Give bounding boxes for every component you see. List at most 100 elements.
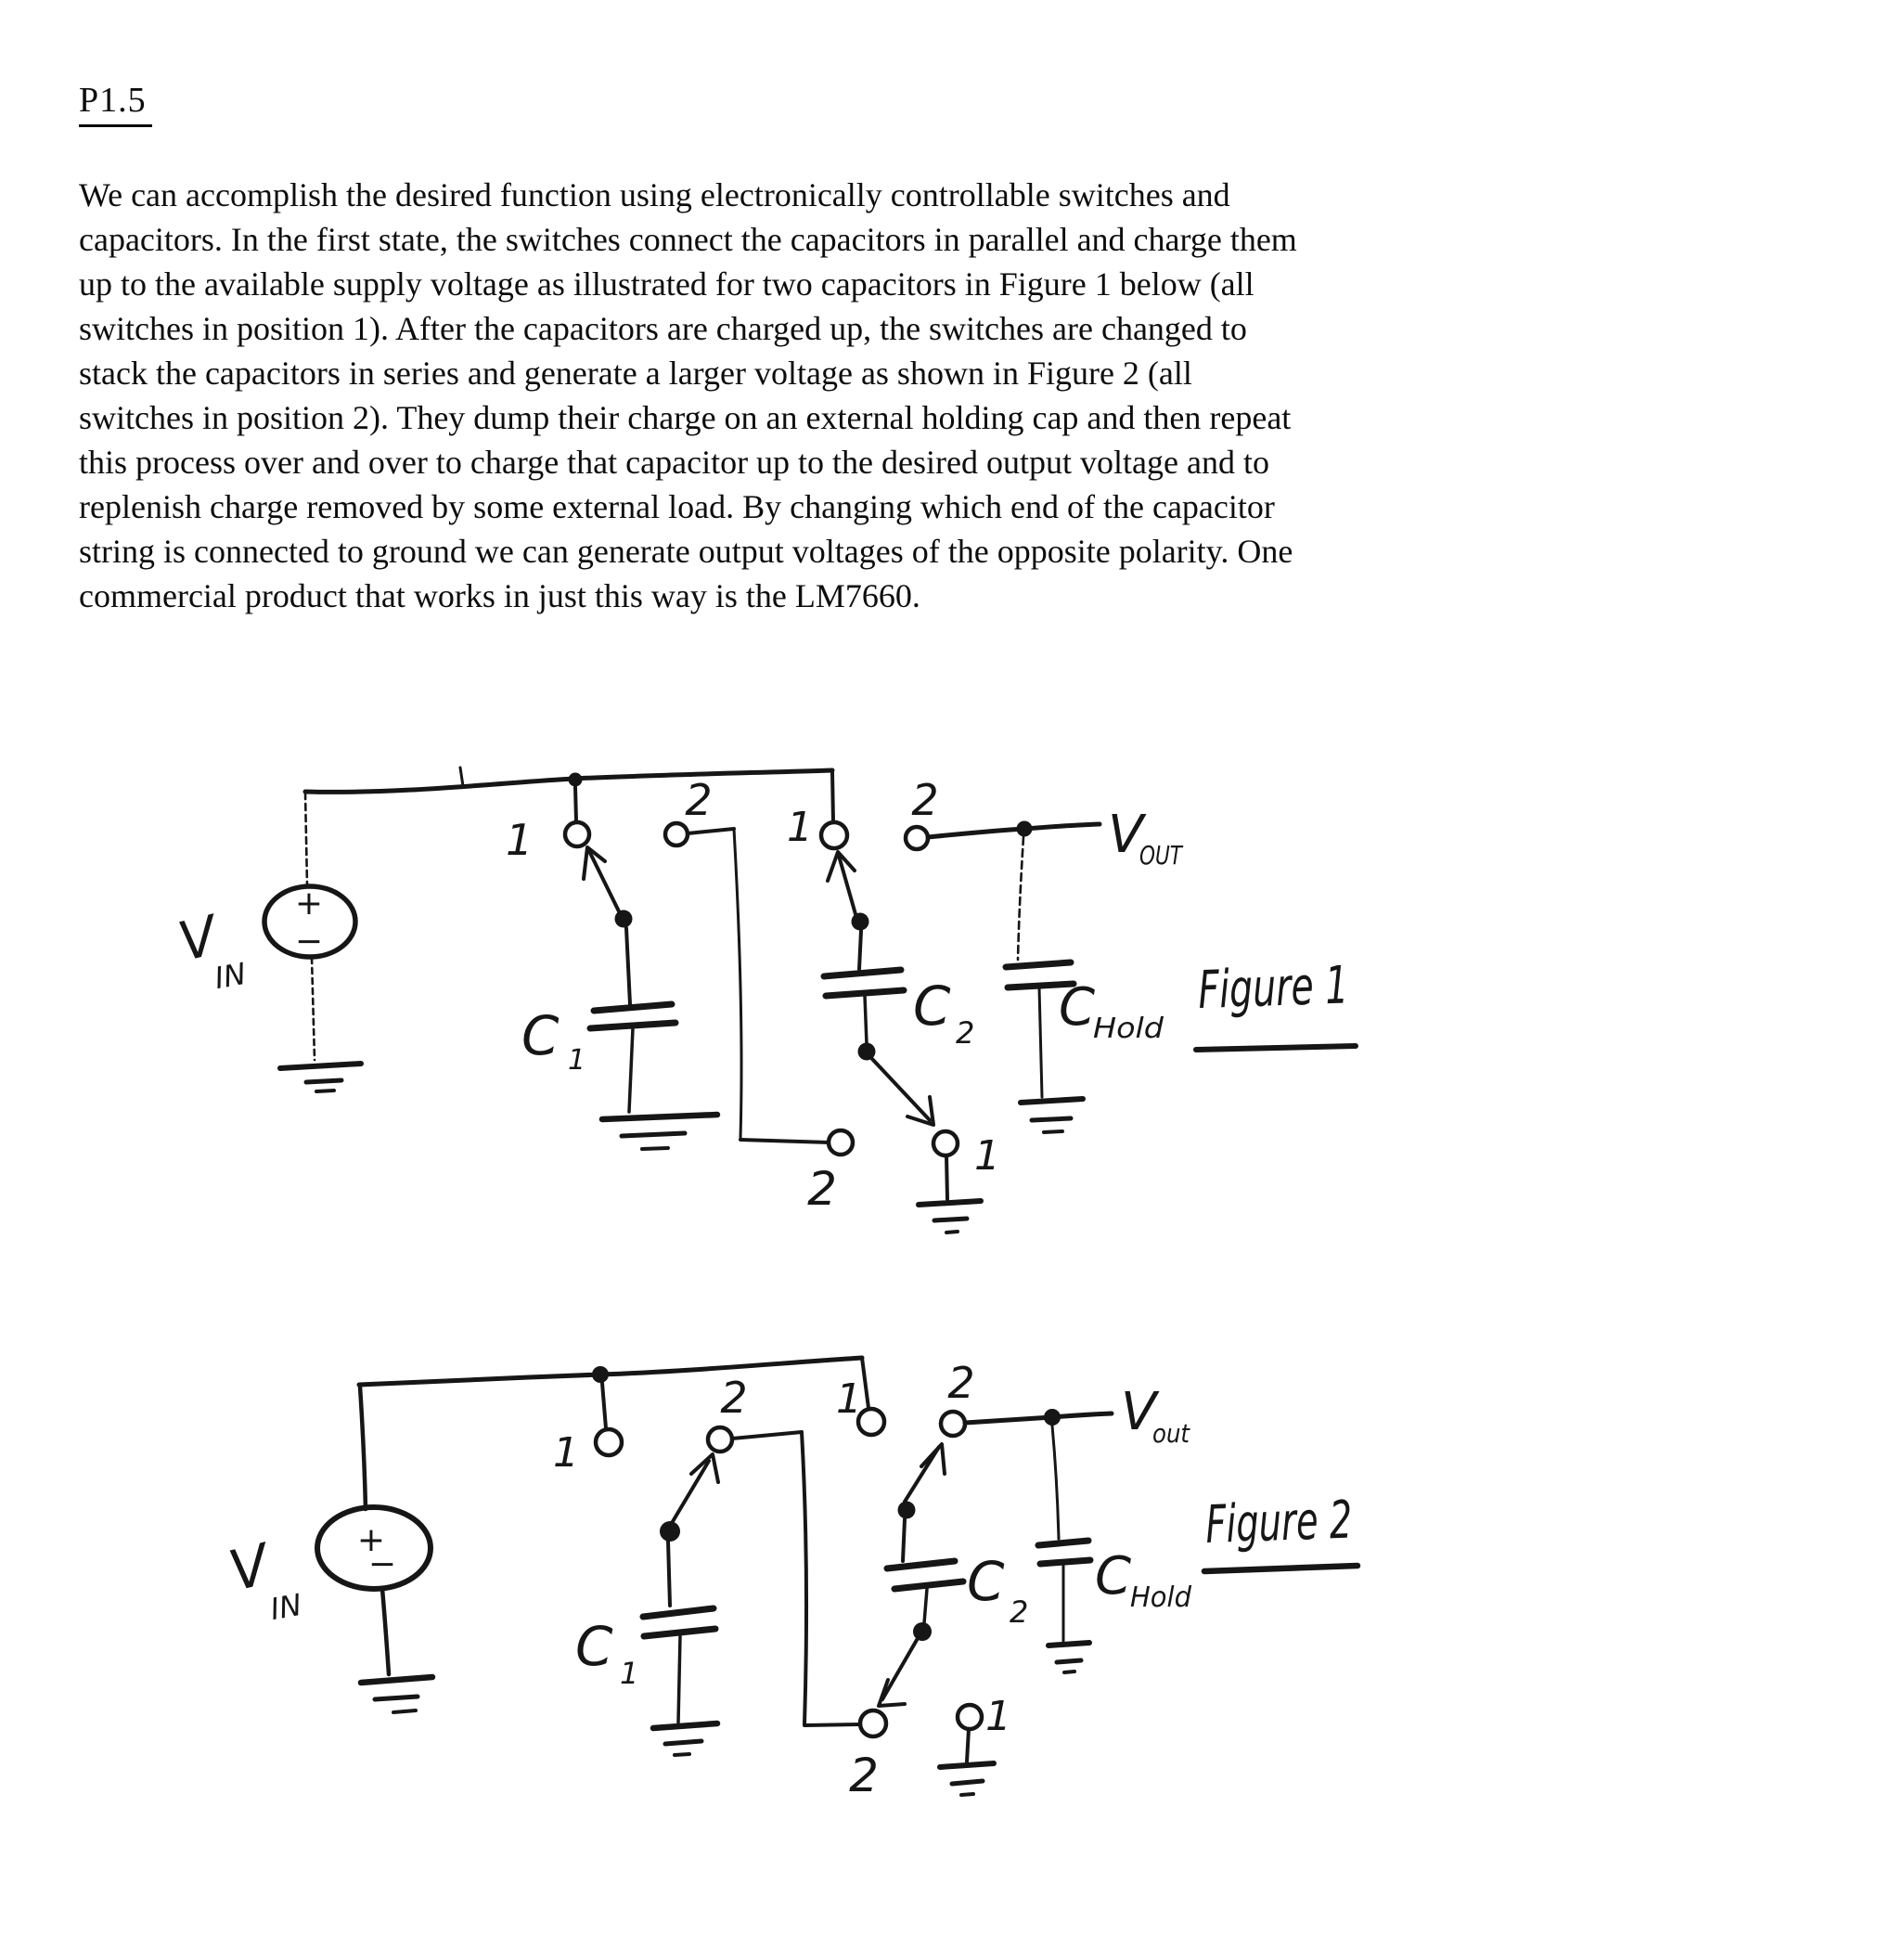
position-label-2: 2 bbox=[849, 1749, 879, 1802]
figure2-caption: Figure 2 bbox=[1201, 1491, 1361, 1575]
capacitor-plate bbox=[822, 987, 907, 1000]
paragraph-line: We can accomplish the desired function u… bbox=[79, 176, 1230, 213]
ground-symbol bbox=[277, 1061, 364, 1093]
junction-dot bbox=[1044, 1409, 1061, 1426]
wire bbox=[925, 821, 1102, 840]
ground-symbol bbox=[1046, 1640, 1092, 1674]
position-label-1: 1 bbox=[553, 1429, 579, 1477]
wire bbox=[357, 1384, 368, 1512]
ground-line bbox=[598, 1111, 721, 1123]
arrow-head bbox=[582, 845, 607, 881]
arrow-head bbox=[920, 1442, 946, 1476]
capacitor-c2: C 2 bbox=[883, 1550, 1028, 1630]
position-label-1: 1 bbox=[974, 1132, 1000, 1180]
capacitor-plate bbox=[639, 1605, 717, 1620]
wire bbox=[380, 1586, 392, 1677]
position-label-2: 2 bbox=[911, 775, 938, 825]
switch-arm bbox=[881, 1638, 919, 1701]
capacitor-plate bbox=[1002, 959, 1074, 971]
terminal-2 bbox=[663, 820, 690, 848]
terminal-1 bbox=[593, 1426, 624, 1458]
terminal-2 bbox=[826, 1128, 856, 1157]
wire bbox=[857, 929, 863, 971]
switch-pivot-dot bbox=[614, 910, 633, 928]
caption-underline bbox=[1193, 1043, 1358, 1052]
vout-subscript: out bbox=[1152, 1418, 1190, 1449]
capacitor-plate bbox=[590, 1000, 675, 1014]
switch-s3: 2 1 bbox=[849, 1622, 1011, 1802]
wire bbox=[945, 1154, 949, 1201]
ground-line bbox=[650, 1720, 721, 1732]
caption-underline bbox=[1201, 1562, 1361, 1575]
output-node: V OUT bbox=[925, 805, 1183, 871]
junction-dot bbox=[1016, 820, 1033, 837]
capacitor-plate bbox=[820, 966, 905, 980]
switch-pivot-dot bbox=[660, 1521, 680, 1542]
plus-mark: + bbox=[295, 884, 323, 923]
vin-subscript: IN bbox=[267, 1587, 304, 1627]
ground-symbol bbox=[598, 1111, 721, 1151]
wire bbox=[800, 1430, 808, 1726]
switch-arm bbox=[670, 1459, 711, 1525]
switch-arm bbox=[587, 849, 621, 913]
paragraph-line: stack the capacitors in series and gener… bbox=[79, 355, 1192, 392]
arrow-head bbox=[826, 850, 856, 883]
paragraph-line: this process over and over to charge tha… bbox=[79, 444, 1269, 481]
junction-dot bbox=[568, 772, 583, 787]
caption-text: Figure 2 bbox=[1204, 1491, 1353, 1555]
position-label-1: 1 bbox=[836, 1375, 862, 1423]
paragraph-line: capacitors. In the first state, the swit… bbox=[79, 221, 1297, 258]
arrow-head bbox=[689, 1452, 720, 1484]
switch-pivot-dot bbox=[851, 912, 869, 931]
capacitor-chold: C Hold bbox=[1002, 835, 1164, 1134]
top-rail bbox=[302, 766, 835, 794]
ground-symbol bbox=[357, 1673, 436, 1714]
wire bbox=[624, 926, 632, 1006]
position-label-2: 2 bbox=[807, 1162, 837, 1216]
vin-subscript: IN bbox=[212, 956, 249, 996]
wire bbox=[356, 1355, 865, 1387]
wire bbox=[962, 1411, 1114, 1426]
switch-s3: 2 1 bbox=[807, 1042, 1000, 1234]
position-label-1: 1 bbox=[787, 804, 813, 851]
switch-s1: 1 2 bbox=[553, 1373, 748, 1607]
wire bbox=[1050, 1424, 1061, 1541]
terminal-1 bbox=[562, 820, 592, 849]
ground-line bbox=[640, 1146, 670, 1151]
chold-label: C bbox=[1059, 977, 1095, 1038]
junction-dot bbox=[592, 1366, 609, 1383]
wire bbox=[600, 1381, 608, 1430]
switch-arm bbox=[870, 1057, 932, 1122]
c2-subscript: 2 bbox=[1010, 1594, 1028, 1630]
c1-subscript: 1 bbox=[620, 1656, 638, 1691]
voltage-source-circle bbox=[315, 1504, 433, 1592]
figure2-diagram: + − V IN 1 bbox=[223, 1355, 1361, 1802]
ground-symbol bbox=[937, 1761, 997, 1797]
caption-text: Figure 1 bbox=[1197, 955, 1349, 1021]
wire bbox=[732, 827, 743, 1140]
paragraph-line: replenish charge removed by some externa… bbox=[79, 488, 1275, 525]
ground-line bbox=[916, 1198, 984, 1207]
wire bbox=[627, 1026, 635, 1114]
ground-line bbox=[1042, 1129, 1064, 1134]
capacitor-plate bbox=[1035, 1537, 1092, 1549]
c1-subscript: 1 bbox=[568, 1044, 585, 1077]
ground-line bbox=[357, 1673, 436, 1686]
terminal-1 bbox=[955, 1702, 984, 1732]
minus-mark: − bbox=[368, 1545, 396, 1583]
terminal-2 bbox=[857, 1708, 889, 1739]
capacitor-plate bbox=[883, 1557, 958, 1572]
wire bbox=[303, 791, 309, 886]
capacitor-plate bbox=[891, 1578, 967, 1593]
voltage-source-circle bbox=[262, 884, 358, 960]
ground-line bbox=[949, 1778, 985, 1787]
capacitor-plate bbox=[640, 1625, 719, 1640]
capacitor-plate bbox=[1004, 980, 1077, 991]
wire bbox=[739, 1138, 830, 1144]
vout-label: V bbox=[1121, 1382, 1160, 1442]
c2-label: C bbox=[967, 1550, 1005, 1613]
terminal-2 bbox=[705, 1425, 735, 1454]
ground-line bbox=[1029, 1116, 1074, 1123]
switch-s2: 1 2 bbox=[836, 1358, 975, 1563]
